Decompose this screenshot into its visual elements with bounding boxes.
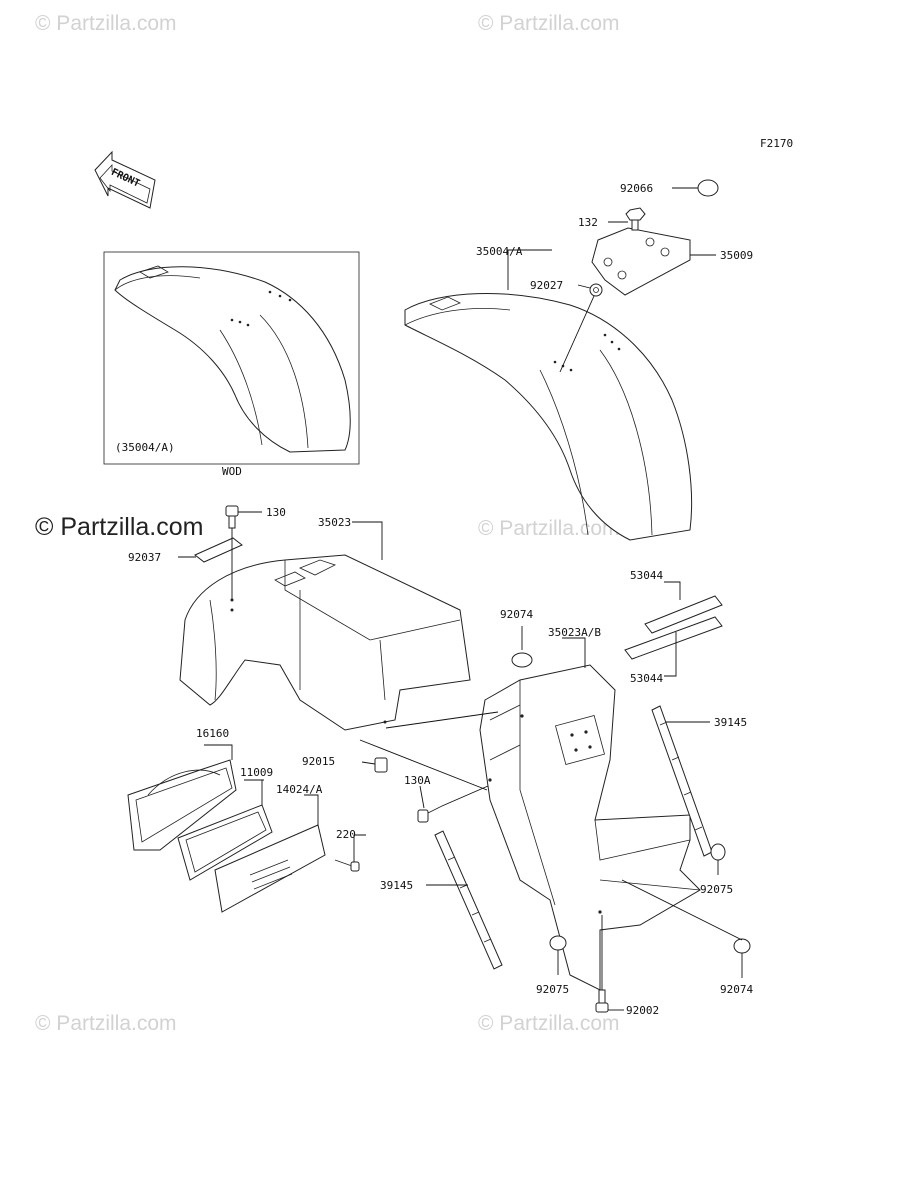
fender-bracket: [591, 227, 691, 296]
label-39145-left: 39145: [380, 879, 413, 892]
watermark-top-right: © Partzilla.com: [478, 12, 620, 35]
label-92002: 92002: [626, 1004, 659, 1017]
front-arrow-icon: FRONT: [94, 150, 156, 209]
clip-92015: [374, 757, 388, 773]
label-92075-right: 92075: [700, 883, 733, 896]
gasket-11009: [177, 804, 273, 881]
watermark-bottom-right: © Partzilla.com: [478, 1012, 620, 1035]
label-35004A: 35004/A: [476, 245, 523, 258]
label-35023: 35023: [318, 516, 351, 529]
leader-lines: [178, 187, 743, 1011]
rear-fender: [179, 554, 471, 731]
label-39145-right: 39145: [714, 716, 747, 729]
lamp-housing-16160: [127, 759, 237, 851]
inset-wod: (35004/A): [103, 251, 360, 465]
watermark-mid-right: © Partzilla.com: [478, 517, 620, 540]
label-53044-top: 53044: [630, 569, 663, 582]
reflector-lens-14024A: [214, 824, 326, 913]
label-130A: 130A: [404, 774, 431, 787]
screw-130A: [417, 805, 443, 823]
watermark-main: © Partzilla.com: [35, 513, 203, 541]
watermark-bottom-left: © Partzilla.com: [35, 1012, 177, 1035]
cap-92075-left: [549, 935, 567, 951]
label-220: 220: [336, 828, 356, 841]
bolt-132: [625, 207, 646, 231]
label-92075-left: 92075: [536, 983, 569, 996]
strip-53044-bottom: [624, 616, 723, 660]
strip-53044-top: [644, 595, 723, 634]
plate-92037: [194, 537, 243, 563]
front-fender: [404, 293, 693, 541]
bolt-92002: [595, 989, 609, 1013]
cap-92075-right: [710, 843, 726, 861]
cap-92066: [697, 179, 719, 197]
label-92037: 92037: [128, 551, 161, 564]
watermark-top-left: © Partzilla.com: [35, 12, 177, 35]
figure-code: F2170: [760, 137, 793, 150]
screw-220: [334, 859, 360, 872]
label-35023AB: 35023A/B: [548, 626, 601, 639]
label-92066: 92066: [620, 182, 653, 195]
label-92074-bottom: 92074: [720, 983, 753, 996]
label-14024A: 14024/A: [276, 783, 323, 796]
label-92027: 92027: [530, 279, 563, 292]
label-35009: 35009: [720, 249, 753, 262]
cap-92074-top: [511, 652, 533, 668]
label-11009: 11009: [240, 766, 273, 779]
screw-130: [225, 505, 239, 529]
label-132: 132: [578, 216, 598, 229]
inner-fender: [479, 664, 701, 991]
grommet-92027: [589, 283, 603, 297]
label-130: 130: [266, 506, 286, 519]
cap-92074-bottom: [733, 938, 751, 954]
inset-caption: WOD: [222, 465, 242, 478]
label-16160: 16160: [196, 727, 229, 740]
label-53044-bottom: 53044: [630, 672, 663, 685]
inset-part-ref: (35004/A): [115, 441, 175, 454]
label-92074-top: 92074: [500, 608, 533, 621]
label-92015: 92015: [302, 755, 335, 768]
reflector-strip-39145-left: [434, 830, 503, 970]
